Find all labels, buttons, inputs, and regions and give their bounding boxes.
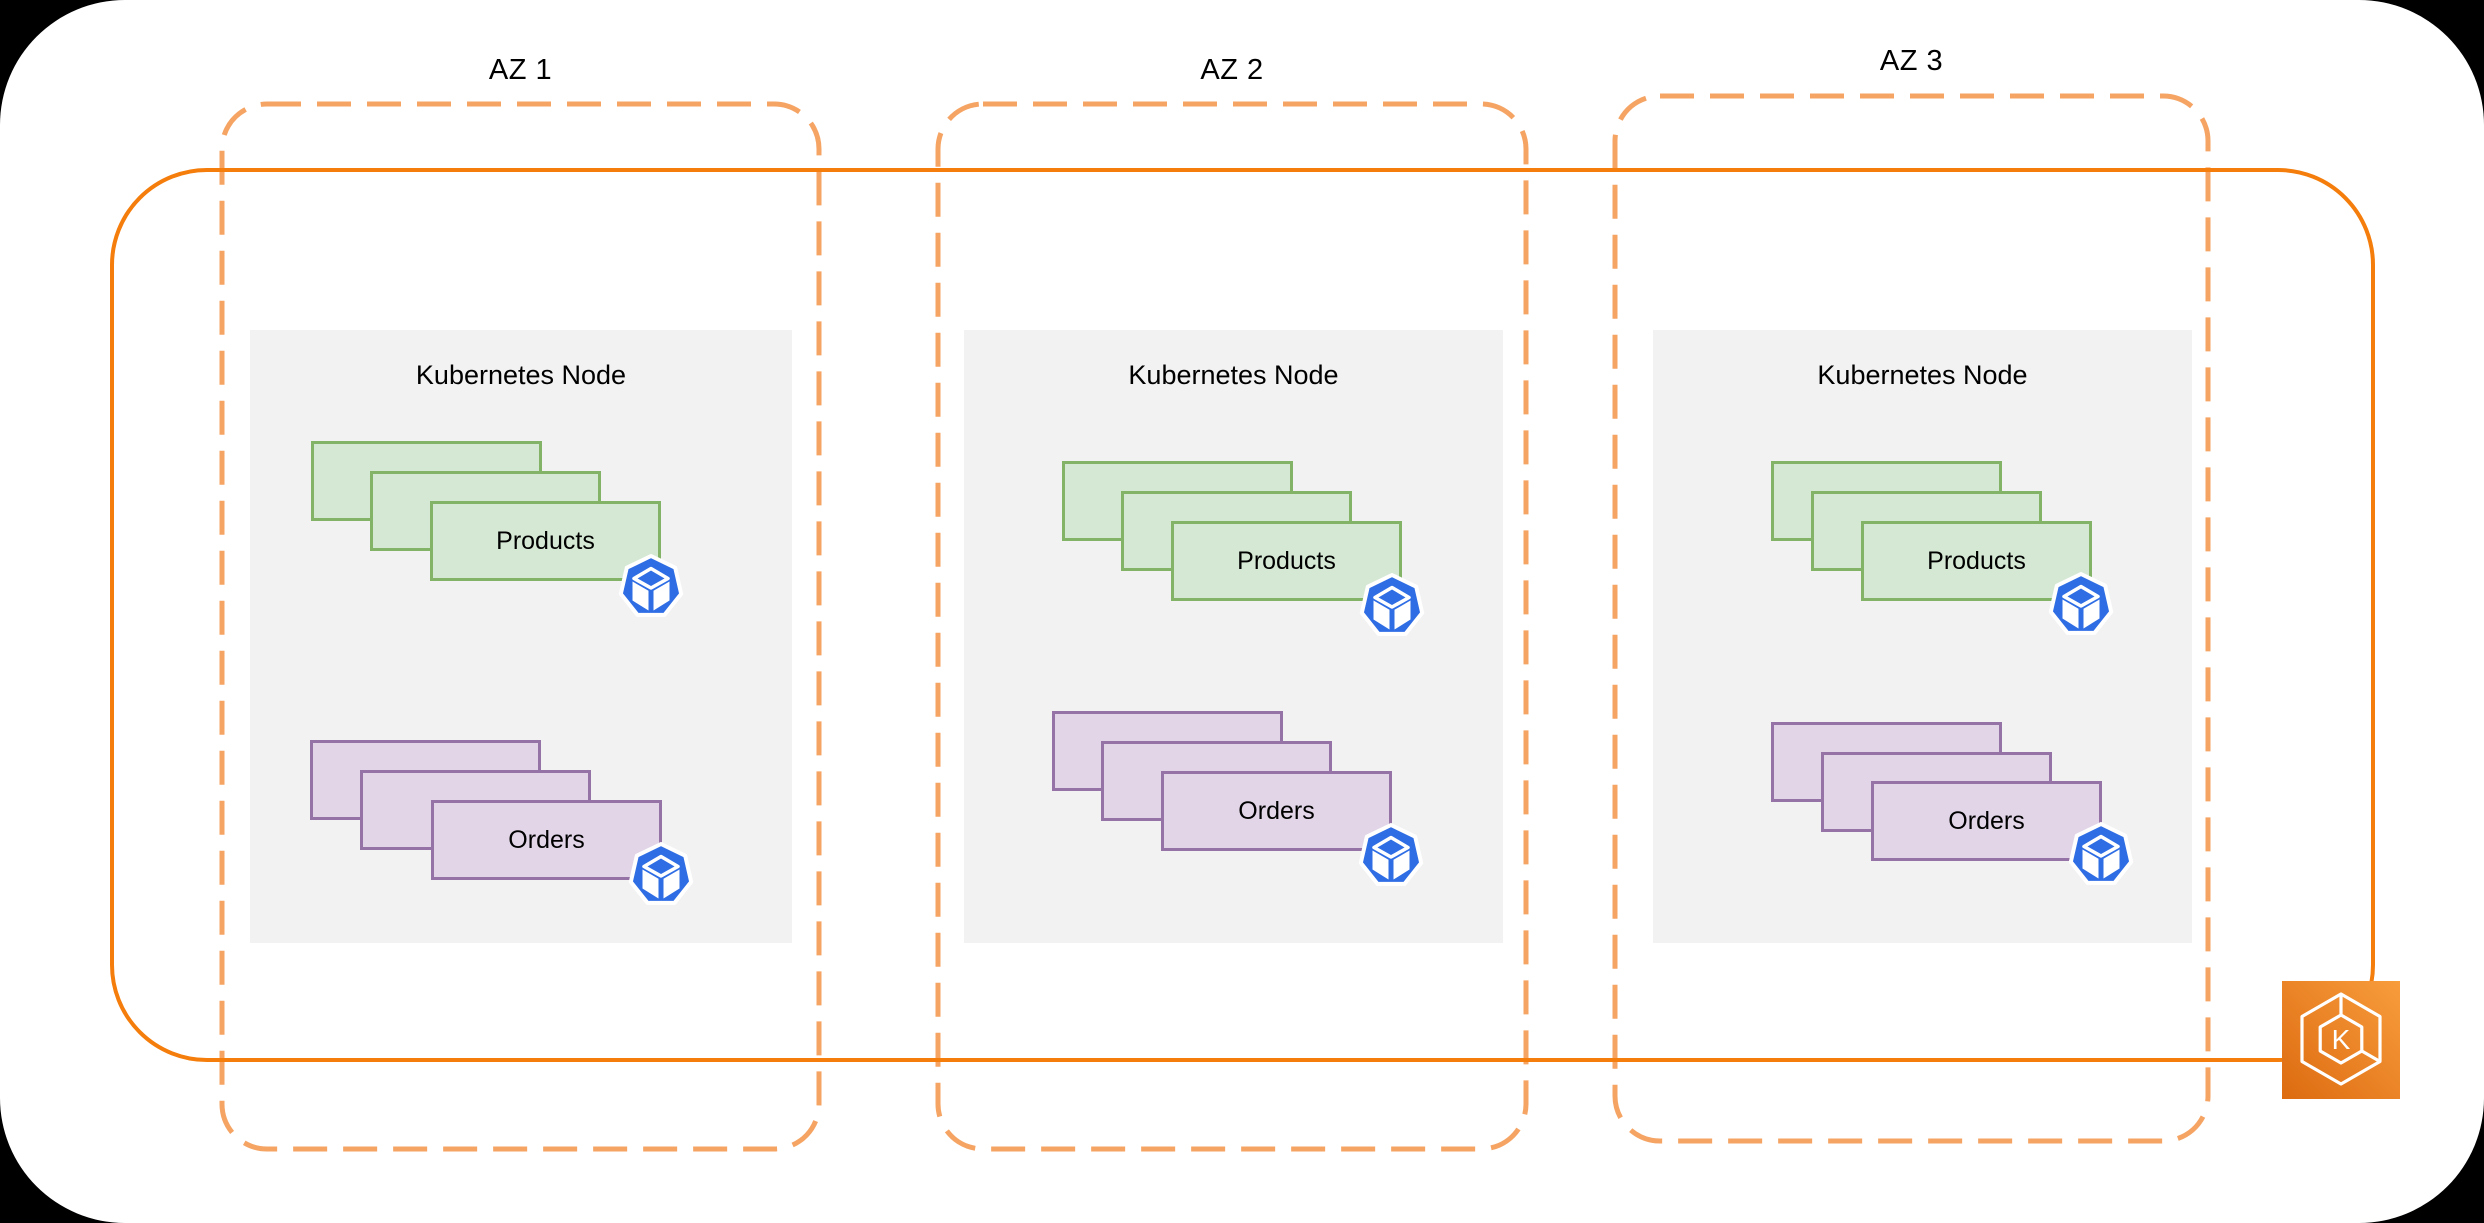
orders-card: Orders	[1871, 781, 2102, 861]
kubernetes-pod-icon	[1358, 573, 1426, 641]
kubernetes-node-box: Kubernetes Node Products Orders	[964, 330, 1503, 943]
kubernetes-node-title: Kubernetes Node	[1128, 360, 1339, 390]
eks-cluster-border	[110, 168, 2375, 1062]
az1-label: AZ 1	[488, 54, 553, 86]
az1-boundary	[219, 101, 822, 1152]
products-card: Products	[430, 501, 661, 581]
products-card: Products	[1861, 521, 2092, 601]
az3-label: AZ 3	[1879, 45, 1944, 77]
orders-card: Orders	[1161, 771, 1392, 851]
eks-icon-letter: K	[2332, 1024, 2351, 1055]
products-card: Products	[1171, 521, 1402, 601]
kubernetes-node-box: Kubernetes Node Products Orders	[1653, 330, 2192, 943]
amazon-eks-icon: K	[2282, 981, 2400, 1099]
orders-card: Orders	[431, 800, 662, 880]
kubernetes-pod-icon	[617, 554, 685, 622]
kubernetes-pod-icon	[1357, 823, 1425, 891]
az3-boundary	[1612, 93, 2211, 1144]
kubernetes-node-title: Kubernetes Node	[415, 360, 627, 390]
az2-label: AZ 2	[1200, 54, 1264, 86]
kubernetes-node-title: Kubernetes Node	[1817, 360, 2028, 390]
kubernetes-pod-icon	[2067, 822, 2135, 890]
kubernetes-node-box: Kubernetes Node Products Orders	[250, 330, 792, 943]
kubernetes-pod-icon	[627, 842, 695, 910]
kubernetes-pod-icon	[2047, 572, 2115, 640]
